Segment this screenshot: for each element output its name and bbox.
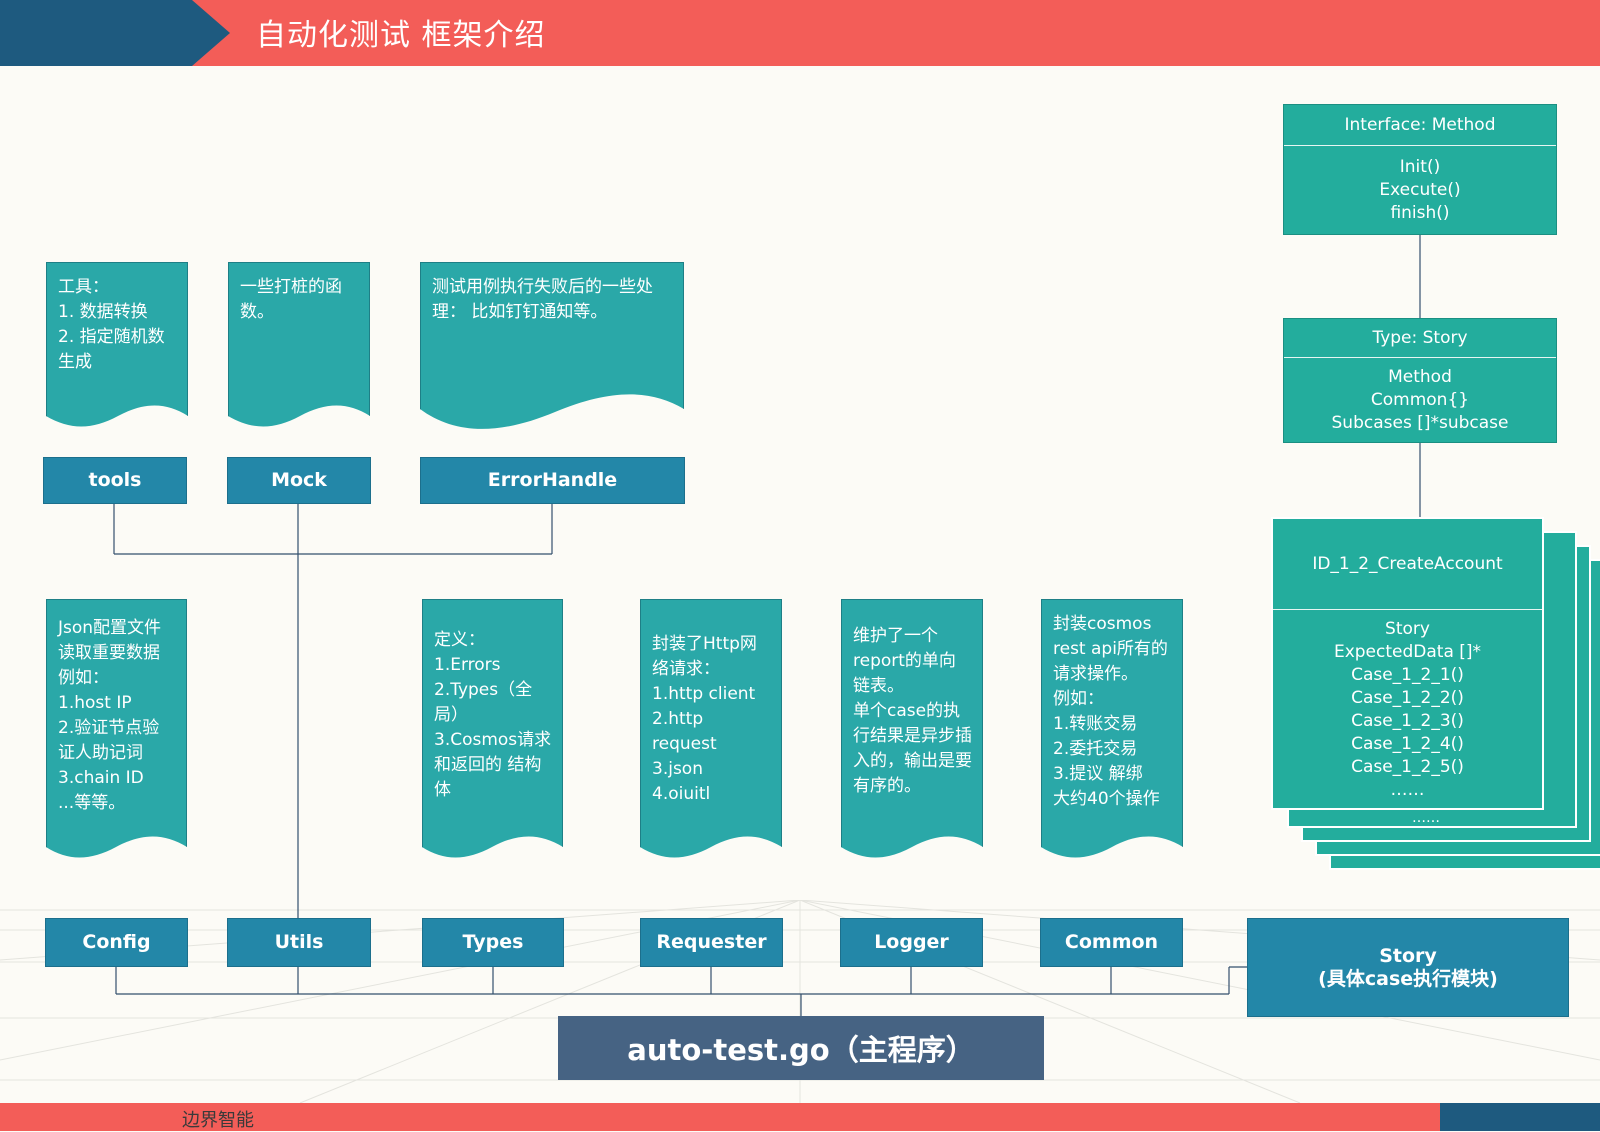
module-story[interactable]: Story (具体case执行模块): [1247, 918, 1569, 1017]
module-config[interactable]: Config: [45, 918, 188, 967]
module-requester[interactable]: Requester: [640, 918, 783, 967]
module-types-label: Types: [462, 931, 524, 953]
header-accent-tab: [0, 0, 230, 66]
module-common-label: Common: [1064, 931, 1159, 953]
module-errorhandle-label: ErrorHandle: [487, 469, 618, 491]
module-requester-label: Requester: [656, 931, 767, 953]
interface-method-header: Interface: Method: [1284, 105, 1556, 146]
interface-method-box: Interface: Method Init() Execute() finis…: [1283, 104, 1557, 235]
doc-common-text: 封装cosmos rest api所有的请求操作。 例如： 1.转账交易 2.委…: [1053, 614, 1168, 809]
module-mock[interactable]: Mock: [227, 457, 371, 504]
header-bar: [0, 0, 1600, 66]
doc-config: Json配置文件读取重要数据 例如： 1.host IP 2.验证节点验证人助记…: [46, 599, 187, 863]
module-logger-label: Logger: [874, 931, 949, 953]
module-types[interactable]: Types: [422, 918, 564, 967]
doc-mock-text: 一些打桩的函数。: [240, 277, 342, 322]
module-utils[interactable]: Utils: [227, 918, 371, 967]
doc-config-text: Json配置文件读取重要数据 例如： 1.host IP 2.验证节点验证人助记…: [58, 618, 162, 813]
module-mock-label: Mock: [271, 469, 327, 491]
doc-mock: 一些打桩的函数。: [228, 262, 370, 430]
doc-tools-text: 工具： 1. 数据转换 2. 指定随机数生成: [58, 277, 165, 372]
case-card: ID_1_2_CreateAccount Story ExpectedData …: [1271, 517, 1544, 810]
module-tools-label: tools: [88, 469, 142, 491]
case-card-body: Story ExpectedData []* Case_1_2_1() Case…: [1333, 618, 1482, 800]
doc-errorhandle-text: 测试用例执行失败后的一些处理： 比如钉钉通知等。: [432, 277, 653, 322]
footer-company: 边界智能: [182, 1110, 254, 1131]
doc-tools: 工具： 1. 数据转换 2. 指定随机数生成: [46, 262, 188, 430]
module-utils-label: Utils: [274, 931, 324, 953]
module-logger[interactable]: Logger: [840, 918, 983, 967]
main-program[interactable]: auto-test.go（主程序）: [558, 1016, 1044, 1080]
stack-ellipsis: ……: [1412, 810, 1440, 826]
doc-requester-text: 封装了Http网络请求： 1.http client 2.http reques…: [652, 634, 757, 804]
module-config-label: Config: [82, 931, 151, 953]
page-title: 自动化测试 框架介绍: [256, 18, 546, 53]
type-story-box: Type: Story Method Common{} Subcases []*…: [1283, 318, 1557, 443]
type-story-body: Method Common{} Subcases []*subcase: [1331, 367, 1509, 433]
footer-accent: [1440, 1103, 1600, 1131]
doc-requester: 封装了Http网络请求： 1.http client 2.http reques…: [640, 599, 782, 863]
doc-logger-text: 维护了一个report的单向链表。 单个case的执行结果是异步插入的，输出是要…: [853, 626, 972, 796]
module-story-label: Story (具体case执行模块): [1318, 944, 1498, 990]
type-story-header: Type: Story: [1284, 319, 1556, 358]
module-tools[interactable]: tools: [43, 457, 187, 504]
module-errorhandle[interactable]: ErrorHandle: [420, 457, 685, 504]
case-card-header: ID_1_2_CreateAccount: [1273, 519, 1542, 610]
doc-types-text: 定义： 1.Errors 2.Types（全局） 3.Cosmos请求和返回的 …: [434, 630, 552, 800]
footer-bar: [0, 1103, 1600, 1131]
doc-common: 封装cosmos rest api所有的请求操作。 例如： 1.转账交易 2.委…: [1041, 599, 1183, 863]
doc-logger: 维护了一个report的单向链表。 单个case的执行结果是异步插入的，输出是要…: [841, 599, 983, 863]
doc-types: 定义： 1.Errors 2.Types（全局） 3.Cosmos请求和返回的 …: [422, 599, 563, 863]
interface-method-body: Init() Execute() finish(): [1379, 157, 1461, 223]
module-common[interactable]: Common: [1040, 918, 1183, 967]
